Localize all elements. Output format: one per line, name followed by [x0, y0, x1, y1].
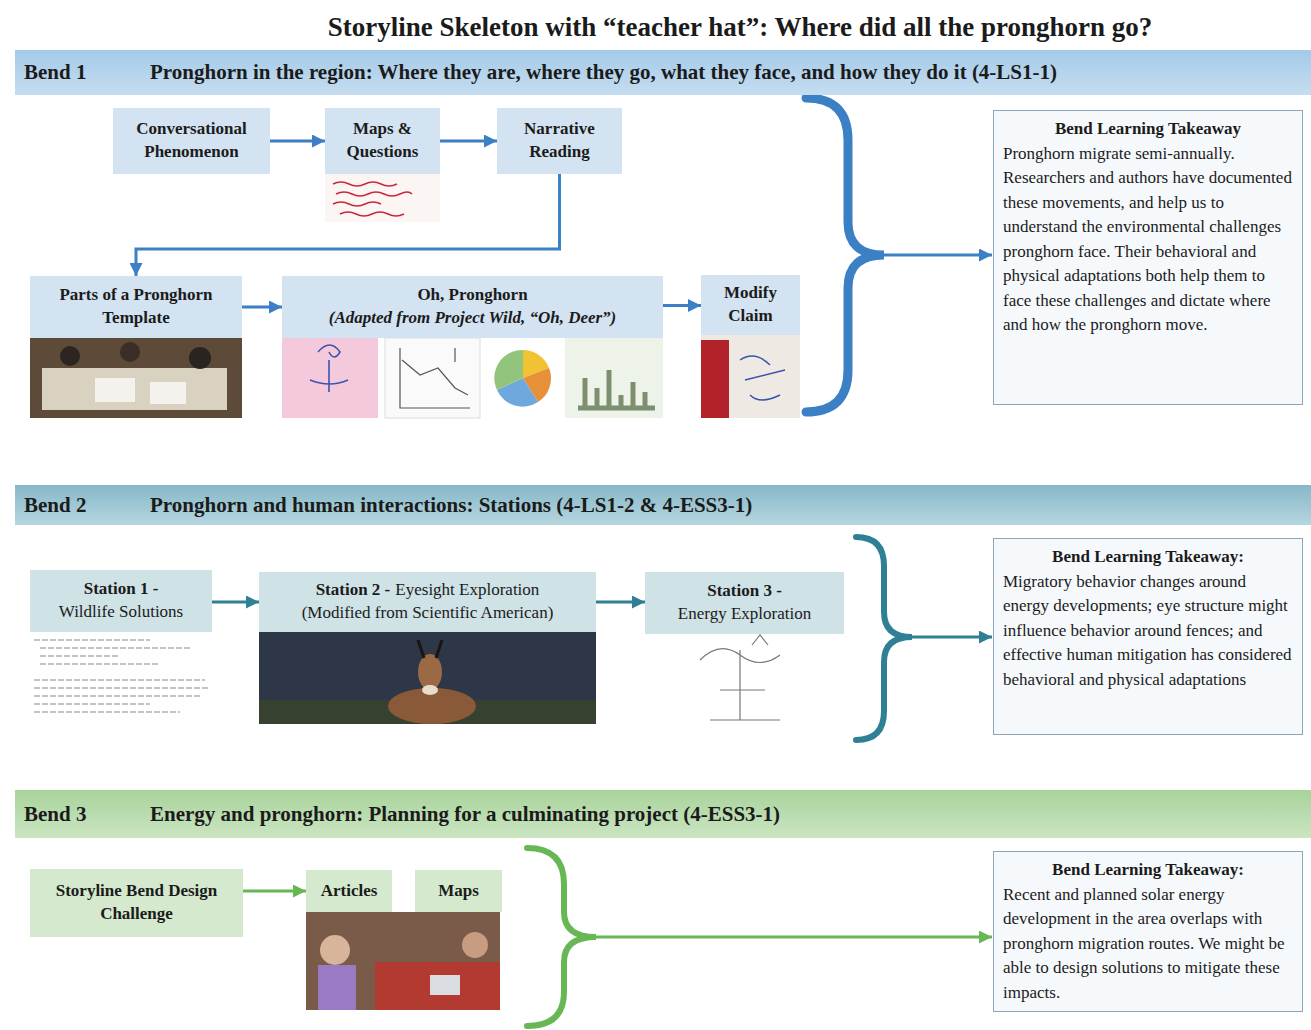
- box-text: Storyline Bend Design Challenge: [36, 880, 237, 926]
- box-text: Station 2 -: [316, 580, 391, 599]
- connector-arrow: [212, 601, 259, 604]
- red-folder: [701, 340, 729, 418]
- bend-band: Bend 3Energy and pronghorn: Planning for…: [15, 790, 1311, 838]
- bar-chart: [578, 370, 655, 408]
- connector-arrow: [136, 174, 560, 276]
- pronghorn-photo: [259, 632, 596, 724]
- claim-photo: [701, 335, 800, 418]
- bend-title: Pronghorn in the region: Where they are,…: [150, 60, 1057, 85]
- activity-box: Station 3 -Energy Exploration: [645, 572, 844, 634]
- handwriting-photo: [325, 174, 440, 222]
- pronghorn-throat: [422, 685, 438, 695]
- box-text: Modify Claim: [707, 282, 794, 328]
- curly-brace: [806, 98, 884, 412]
- energy-sketch: [700, 635, 780, 720]
- connector-arrow: [243, 890, 306, 893]
- activity-box: Parts of a Pronghorn Template: [30, 276, 242, 338]
- box-text: Station 1 -: [84, 578, 159, 601]
- activity-box: Oh, Pronghorn(Adapted from Project Wild,…: [282, 276, 663, 338]
- pie-slice: [494, 350, 523, 390]
- bend-title: Energy and pronghorn: Planning for a cul…: [150, 802, 780, 827]
- box-text: Oh, Pronghorn: [417, 284, 527, 307]
- graph-lines: [400, 348, 470, 408]
- student: [320, 935, 350, 965]
- connector-arrow: [440, 140, 497, 143]
- box-text: Conversational Phenomenon: [119, 118, 264, 164]
- brace-arrow: [884, 254, 992, 257]
- bend-band: Bend 2Pronghorn and human interactions: …: [15, 485, 1311, 525]
- graph-sheet: [385, 338, 480, 418]
- takeaway-heading: Bend Learning Takeaway: [1003, 117, 1293, 142]
- box-text: Narrative Reading: [503, 118, 616, 164]
- handwriting-sheet: [30, 632, 220, 718]
- brace-arrow: [596, 936, 992, 939]
- box-text: Eyesight Exploration: [395, 580, 539, 599]
- handwriting-lines: [34, 640, 210, 712]
- activity-box: Station 2 -Eyesight Exploration(Modified…: [259, 572, 596, 632]
- pink-poster: [282, 338, 378, 418]
- claim-sketch: [740, 356, 785, 400]
- activity-box: Maps & Questions: [325, 108, 440, 174]
- student: [120, 342, 140, 362]
- box-text: Energy Exploration: [678, 603, 811, 626]
- red-table: [375, 962, 500, 1010]
- worksheet: [95, 378, 135, 402]
- pronghorn-horns: [418, 640, 442, 658]
- table: [42, 368, 227, 410]
- bend-label: Bend 1: [15, 60, 150, 85]
- curly-brace: [856, 537, 912, 740]
- takeaway-box: Bend Learning TakeawayPronghorn migrate …: [993, 110, 1303, 405]
- takeaway-body: Recent and planned solar energy developm…: [1003, 883, 1293, 1006]
- classroom-photo: [30, 338, 242, 418]
- student: [60, 346, 80, 366]
- connector-arrow: [242, 306, 282, 309]
- activity-box: Conversational Phenomenon: [113, 108, 270, 174]
- connector-arrow: [663, 304, 701, 307]
- bar-chart-sheet: [565, 338, 663, 418]
- bend-title: Pronghorn and human interactions: Statio…: [150, 493, 752, 518]
- connector-arrow: [596, 601, 645, 604]
- pie-sheet: [487, 338, 559, 418]
- box-text: Parts of a Pronghorn Template: [36, 284, 236, 330]
- student-body: [318, 965, 356, 1010]
- student: [462, 932, 488, 958]
- student: [189, 347, 211, 369]
- poster-sketch: [310, 345, 348, 392]
- box-text: Wildlife Solutions: [59, 601, 183, 624]
- activity-box: Articles: [306, 870, 392, 912]
- activity-box: Maps: [415, 870, 502, 912]
- box-text: (Modified from Scientific American): [302, 602, 554, 625]
- tablet: [430, 975, 460, 995]
- worksheet: [150, 382, 186, 404]
- activity-box: Modify Claim: [701, 275, 800, 335]
- brace-arrow: [912, 636, 992, 639]
- activity-box: Narrative Reading: [497, 108, 622, 174]
- connector-arrow: [270, 140, 325, 143]
- activity-box: Station 1 -Wildlife Solutions: [30, 570, 212, 632]
- planning-photo: [306, 912, 500, 1010]
- takeaway-body: Migratory behavior changes around energy…: [1003, 570, 1293, 693]
- takeaway-box: Bend Learning Takeaway:Recent and planne…: [993, 851, 1303, 1012]
- bend-band: Bend 1Pronghorn in the region: Where the…: [15, 50, 1311, 95]
- curly-brace: [527, 848, 596, 1026]
- takeaway-body: Pronghorn migrate semi-annually. Researc…: [1003, 142, 1293, 338]
- box-text: (Adapted from Project Wild, “Oh, Deer”): [329, 307, 617, 330]
- takeaway-heading: Bend Learning Takeaway:: [1003, 858, 1293, 883]
- bend-label: Bend 2: [15, 493, 150, 518]
- text-line: Station 2 -Eyesight Exploration: [316, 579, 540, 602]
- box-text: Articles: [321, 880, 378, 903]
- activity-box: Storyline Bend Design Challenge: [30, 869, 243, 937]
- bend-label: Bend 3: [15, 802, 150, 827]
- pronghorn-head: [418, 654, 442, 690]
- box-text: Maps & Questions: [331, 118, 434, 164]
- takeaway-box: Bend Learning Takeaway:Migratory behavio…: [993, 538, 1303, 735]
- red-scribble: [333, 182, 412, 216]
- box-text: Station 3 -: [707, 580, 782, 603]
- box-text: Maps: [438, 880, 479, 903]
- takeaway-heading: Bend Learning Takeaway:: [1003, 545, 1293, 570]
- diagram-title: Storyline Skeleton with “teacher hat”: W…: [160, 12, 1311, 43]
